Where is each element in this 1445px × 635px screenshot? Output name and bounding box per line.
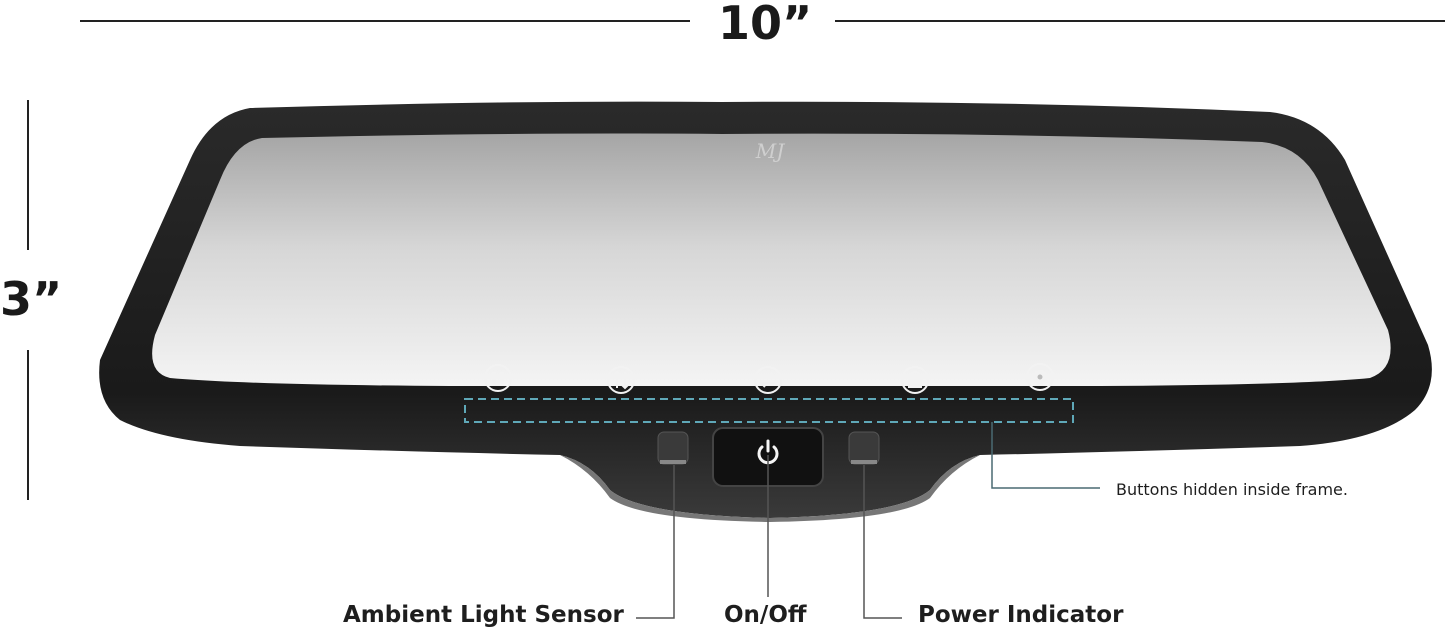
width-dimension-line-left: [80, 20, 690, 22]
gear-icon: [1026, 363, 1054, 391]
hidden-buttons-callout: Buttons hidden inside frame.: [1116, 480, 1348, 499]
pause-icon: [484, 364, 512, 392]
ambient-light-sensor-label: Ambient Light Sensor: [343, 602, 624, 628]
width-dimension-line-right: [835, 20, 1445, 22]
lock-icon: [901, 366, 929, 394]
ambient-light-sensor: [657, 431, 689, 465]
width-dimension-label: 10”: [718, 0, 813, 50]
brand-logo: MJ: [755, 139, 785, 163]
power-indicator-label: Power Indicator: [918, 602, 1124, 628]
power-indicator-light: [848, 431, 880, 465]
height-dimension-label: 3”: [0, 272, 63, 326]
height-dimension-line-bottom: [27, 350, 29, 500]
on-off-label: On/Off: [724, 602, 807, 628]
flip-vertical-icon: [607, 366, 635, 394]
height-dimension-line-top: [27, 100, 29, 250]
hidden-buttons-highlight: [464, 398, 1074, 423]
swap-horizontal-icon: [754, 366, 782, 394]
